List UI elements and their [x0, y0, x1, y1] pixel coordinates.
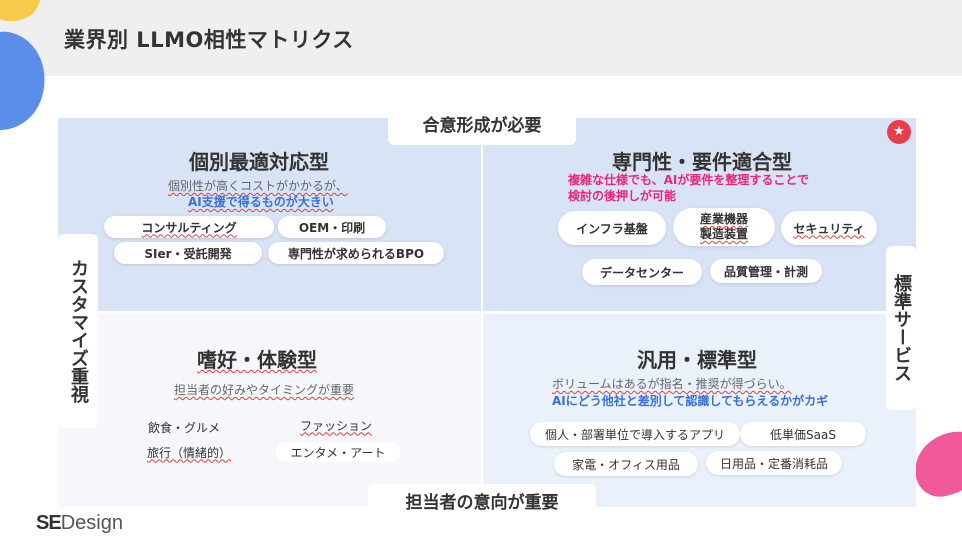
- header-bar: [0, 0, 962, 76]
- quadrant-desc-top-left-1: 個別性が高くコストがかかるが、: [168, 179, 348, 193]
- page-title: 業界別 LLMO相性マトリクス: [64, 28, 354, 52]
- quadrant-title-bottom-right: 汎用・標準型: [637, 348, 757, 372]
- axis-label-bottom: 担当者の意向が重要: [368, 484, 596, 524]
- quadrant-title-top-left: 個別最適対応型: [189, 150, 329, 174]
- quadrant-desc-bottom-right-1: ボリュームはあるが指名・推奨が得づらい。: [552, 377, 792, 391]
- industry-tag: 品質管理・計測: [710, 259, 822, 283]
- industry-tag: エンタメ・アート: [276, 442, 400, 462]
- axis-label-left: カスタマイズ重視: [58, 234, 98, 428]
- quadrant-desc-top-right-1: 複雑な仕様でも、AIが要件を整理することで: [568, 173, 810, 187]
- industry-tag: インフラ基盤: [558, 211, 666, 245]
- industry-tag: SIer・受託開発: [114, 242, 262, 264]
- industry-tag: 飲食・グルメ: [147, 420, 220, 435]
- industry-tag: データセンター: [582, 259, 702, 285]
- industry-tag: 産業機器 製造装置: [673, 208, 775, 246]
- industry-tag: 家電・オフィス用品: [554, 452, 698, 476]
- industry-tag: 低単価SaaS: [740, 422, 866, 446]
- industry-tag-line: 製造装置: [699, 227, 748, 241]
- quadrant-desc-bottom-right-2: AIにどう他社と差別して認識してもらえるかがカギ: [552, 394, 829, 408]
- industry-tag: コンサルティング: [104, 216, 274, 238]
- industry-tag: 専門性が求められるBPO: [268, 242, 444, 264]
- quadrant-bottom-right: [483, 314, 916, 507]
- quadrant-title-bottom-left: 嗜好・体験型: [197, 348, 317, 372]
- brand-logo: SEDesign: [36, 512, 123, 535]
- industry-tag: 旅行（情緒的）: [146, 445, 231, 460]
- quadrant-bottom-left: [58, 314, 481, 507]
- industry-tag: OEM・印刷: [278, 216, 386, 238]
- industry-tag: ファッション: [299, 418, 372, 433]
- industry-tag: 日用品・定番消耗品: [706, 451, 842, 475]
- decorative-blob-pink: [915, 431, 962, 497]
- axis-label-right: 標準サービス: [886, 246, 916, 410]
- decorative-blob-blue: [0, 31, 45, 130]
- quadrant-desc-top-left-2: AI支援で得るものが大きい: [188, 195, 334, 209]
- quadrant-title-top-right: 専門性・要件適合型: [612, 150, 792, 174]
- star-icon: ★: [887, 120, 911, 144]
- quadrant-desc-bottom-left-1: 担当者の好みやタイミングが重要: [174, 383, 355, 397]
- brand-logo-rest: Design: [60, 512, 123, 534]
- industry-tag: セキュリティ: [781, 211, 877, 245]
- axis-label-top: 合意形成が必要: [388, 113, 576, 145]
- industry-tag: 個人・部署単位で導入するアプリ: [530, 422, 740, 446]
- industry-tag-line: 産業機器: [699, 212, 748, 226]
- decorative-blob-yellow: [0, 0, 40, 22]
- brand-logo-bold: SE: [36, 512, 62, 534]
- quadrant-top-left: [58, 118, 481, 311]
- quadrant-desc-top-right-2: 検討の後押しが可能: [568, 189, 677, 203]
